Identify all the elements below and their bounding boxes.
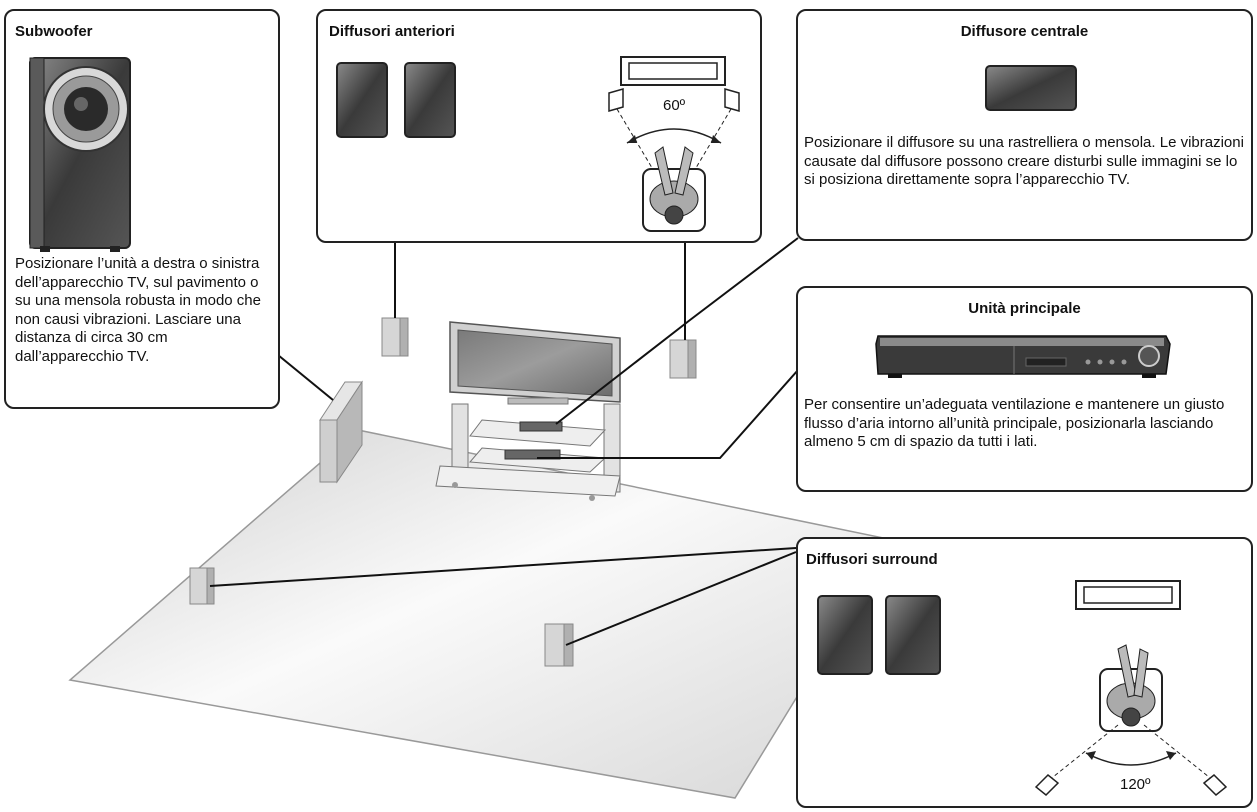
room-subwoofer bbox=[319, 380, 363, 484]
front-speakers-title: Diffusori anteriori bbox=[329, 23, 455, 40]
surround-layout-diagram bbox=[1034, 580, 1228, 797]
front-speakers-panel: Diffusori anteriori 60º bbox=[316, 9, 762, 243]
room-surround-right-speaker bbox=[544, 623, 574, 667]
front-layout-diagram bbox=[608, 56, 740, 232]
surround-angle-label: 120º bbox=[1120, 776, 1151, 793]
connector-center bbox=[555, 237, 799, 425]
center-speaker-text: Posizionare il diffusore su una rastrell… bbox=[804, 134, 1244, 189]
floor bbox=[68, 429, 895, 799]
connector-main-unit bbox=[537, 369, 799, 459]
subwoofer-panel: Subwoofer Posizionare l’unità a destra o… bbox=[4, 9, 280, 409]
surround-speakers-illustration bbox=[817, 595, 941, 675]
subwoofer-illustration bbox=[29, 57, 131, 252]
room-front-left-speaker bbox=[381, 317, 409, 357]
connector-subwoofer bbox=[277, 354, 334, 401]
main-unit-panel: Unità principale Per consentire un’adegu… bbox=[796, 286, 1253, 492]
main-unit-title: Unità principale bbox=[968, 300, 1081, 317]
connector-surround-left bbox=[209, 547, 797, 587]
subwoofer-title: Subwoofer bbox=[15, 23, 93, 40]
center-speaker-panel: Diffusore centrale Posizionare il diffus… bbox=[796, 9, 1253, 241]
front-angle-label: 60º bbox=[663, 97, 686, 114]
main-unit-illustration bbox=[875, 335, 1171, 378]
connector-surround-right bbox=[565, 551, 797, 646]
center-speaker-title: Diffusore centrale bbox=[960, 23, 1089, 40]
subwoofer-text: Posizionare l’unità a destra o sinistra … bbox=[15, 255, 261, 365]
surround-speakers-panel: Diffusori surround 120º bbox=[796, 537, 1253, 808]
center-speaker-illustration bbox=[985, 65, 1077, 111]
surround-speakers-title: Diffusori surround bbox=[806, 551, 938, 568]
main-unit-text: Per consentire un’adeguata ventilazione … bbox=[804, 396, 1225, 451]
front-speakers-illustration bbox=[336, 62, 456, 138]
room-tv-rack bbox=[435, 321, 621, 501]
room-front-right-speaker bbox=[669, 339, 697, 379]
